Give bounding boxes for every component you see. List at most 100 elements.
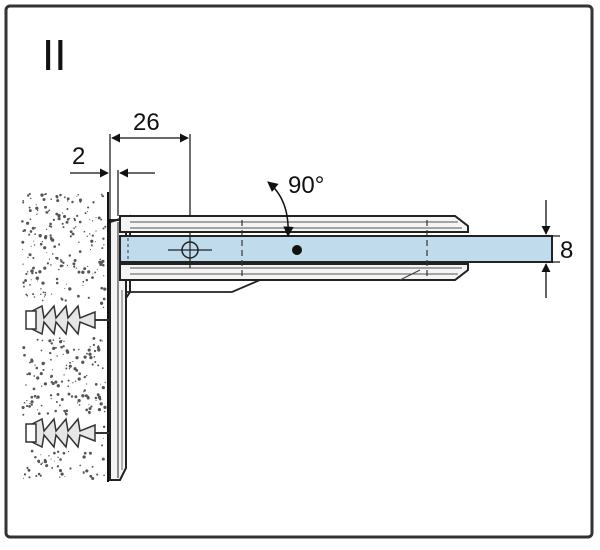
- concrete-speckle: [65, 409, 69, 412]
- concrete-speckle: [66, 264, 69, 267]
- concrete-speckle: [83, 391, 85, 393]
- wall-anchor-top: [25, 304, 112, 336]
- concrete-speckle: [36, 409, 39, 411]
- concrete-speckle: [36, 338, 39, 341]
- concrete-speckle: [51, 466, 54, 469]
- concrete-speckle: [93, 356, 96, 358]
- concrete-speckle: [63, 374, 65, 376]
- concrete-speckle: [50, 293, 53, 295]
- concrete-speckle: [29, 284, 31, 286]
- concrete-speckle: [37, 472, 41, 476]
- concrete-speckle: [78, 348, 80, 351]
- concrete-speckle: [41, 299, 44, 302]
- concrete-speckle: [39, 242, 43, 246]
- concrete-speckle: [73, 367, 77, 371]
- concrete-speckle: [57, 456, 59, 458]
- concrete-speckle: [43, 382, 48, 386]
- clamp-arm: [119, 215, 469, 293]
- concrete-speckle: [47, 210, 50, 213]
- wall-anchor-bottom: [25, 417, 112, 449]
- concrete-speckle: [39, 474, 42, 477]
- concrete-speckle: [82, 471, 85, 474]
- concrete-speckle: [28, 209, 32, 213]
- concrete-speckle: [88, 407, 92, 411]
- concrete-speckle: [81, 270, 85, 274]
- concrete-speckle: [71, 200, 74, 204]
- concrete-speckle: [36, 376, 40, 380]
- concrete-speckle: [90, 239, 94, 243]
- concrete-speckle: [60, 297, 63, 300]
- concrete-speckle: [102, 297, 106, 301]
- concrete-speckle: [86, 352, 88, 355]
- concrete-speckle: [42, 368, 45, 372]
- concrete-speckle: [82, 280, 85, 283]
- concrete-speckle: [102, 237, 105, 240]
- concrete-speckle: [67, 450, 70, 453]
- concrete-speckle: [25, 272, 28, 276]
- concrete-speckle: [64, 287, 66, 290]
- concrete-speckle: [30, 269, 34, 273]
- concrete-speckle: [50, 376, 52, 379]
- concrete-speckle: [55, 212, 59, 216]
- concrete-speckle: [90, 248, 92, 251]
- concrete-speckle: [29, 230, 33, 233]
- concrete-speckle: [49, 358, 52, 361]
- concrete-speckle: [28, 405, 31, 408]
- concrete-speckle: [83, 389, 87, 392]
- concrete-speckle: [54, 346, 57, 349]
- concrete-speckle: [86, 211, 89, 213]
- concrete-speckle: [48, 258, 51, 260]
- concrete-speckle: [40, 404, 43, 407]
- concrete-speckle: [71, 232, 75, 236]
- concrete-speckle: [35, 397, 38, 400]
- concrete-speckle: [58, 337, 61, 340]
- concrete-speckle: [58, 404, 61, 407]
- concrete-speckle: [86, 396, 90, 400]
- concrete-speckle: [92, 202, 94, 204]
- concrete-speckle: [41, 339, 44, 342]
- dimension-label-26: 26: [133, 109, 160, 136]
- concrete-speckle: [56, 196, 59, 199]
- concrete-speckle: [77, 194, 79, 196]
- concrete-speckle: [55, 281, 59, 285]
- concrete-speckle: [28, 372, 31, 376]
- concrete-speckle: [51, 382, 55, 386]
- concrete-speckle: [89, 355, 93, 360]
- concrete-speckle: [41, 361, 45, 366]
- concrete-speckle: [90, 405, 93, 408]
- concrete-speckle: [97, 407, 102, 412]
- concrete-speckle: [69, 217, 71, 219]
- concrete-speckle: [103, 410, 106, 413]
- concrete-speckle: [96, 345, 100, 350]
- concrete-speckle: [33, 375, 36, 377]
- concrete-speckle: [49, 222, 52, 226]
- concrete-speckle: [78, 372, 82, 376]
- concrete-speckle: [35, 366, 39, 370]
- concrete-speckle: [66, 350, 70, 354]
- concrete-speckle: [23, 477, 25, 479]
- concrete-speckle: [66, 200, 69, 202]
- concrete-speckle: [22, 263, 24, 265]
- concrete-speckle: [65, 364, 68, 367]
- concrete-speckle: [22, 248, 24, 250]
- concrete-speckle: [63, 340, 65, 342]
- concrete-speckle: [76, 195, 78, 197]
- concrete-speckle: [82, 455, 86, 459]
- concrete-speckle: [99, 258, 102, 261]
- concrete-speckle: [56, 355, 58, 357]
- concrete-speckle: [91, 234, 94, 237]
- concrete-speckle: [93, 349, 97, 353]
- concrete-speckle: [28, 206, 31, 209]
- concrete-speckle: [39, 234, 42, 238]
- concrete-speckle: [88, 352, 92, 356]
- concrete-speckle: [97, 395, 102, 399]
- screw-hole: [168, 232, 212, 268]
- concrete-speckle: [48, 225, 51, 228]
- concrete-speckle: [91, 276, 94, 279]
- concrete-speckle: [43, 459, 48, 464]
- concrete-speckle: [35, 204, 37, 206]
- concrete-speckle: [30, 403, 33, 406]
- concrete-speckle: [56, 450, 60, 453]
- concrete-speckle: [78, 250, 82, 253]
- concrete-speckle: [94, 271, 97, 274]
